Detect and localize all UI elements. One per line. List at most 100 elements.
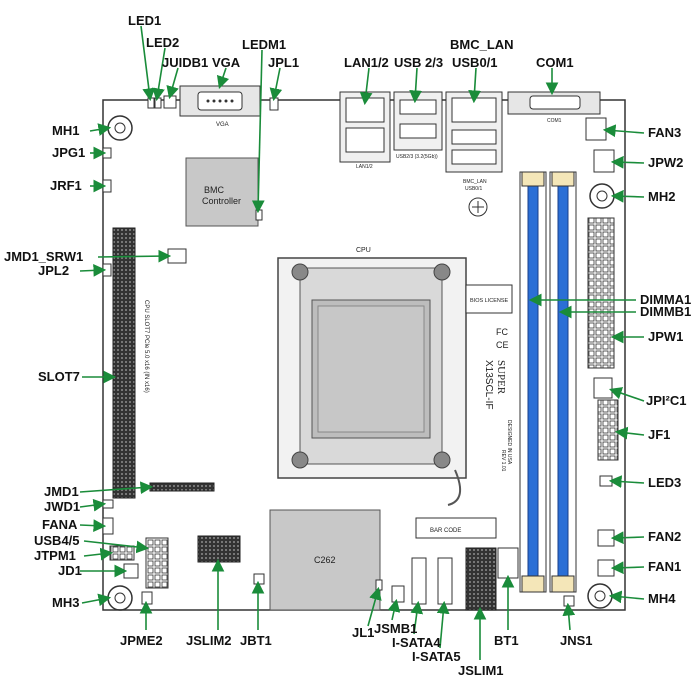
callout-jsmb1: JSMB1 [374,621,418,636]
callout-arrow [410,600,424,635]
callout-arrow [367,586,382,627]
callout-arrow [79,481,154,495]
callout-jpl2: JPL2 [38,263,70,278]
callout-arrow [166,67,179,100]
jtpm1-header [109,545,135,561]
callout-led3: LED3 [648,475,682,490]
callout-jtpm1: JTPM1 [34,548,76,563]
led2-led [154,97,162,109]
callout-jpl1: JPL1 [268,55,300,70]
callout-arrow [610,531,645,545]
callout-usb45: USB4/5 [34,533,80,548]
svg-text:CE: CE [496,340,509,350]
svg-text:USB2/3 (3.2(5Gb)): USB2/3 (3.2(5Gb)) [396,154,438,160]
callout-usb01: USB0/1 [452,55,498,70]
callout-led2: LED2 [146,35,180,50]
callout-isata4: I-SATA4 [392,635,441,650]
dimm-slots [519,171,577,593]
callout-arrow [614,426,645,440]
callout-arrows [79,25,645,660]
callout-arrow [409,67,422,104]
fana-header [102,517,114,535]
slot7-pcie: CPU SLOT7 PCIe 5.0 x16 (IN x16) [112,227,149,499]
callout-arrow [216,67,230,90]
svg-text:Controller: Controller [202,196,241,206]
callout-arrow [97,249,172,263]
callout-slot7: SLOT7 [38,369,80,384]
callout-arrow [83,547,114,561]
callout-mh2: MH2 [648,189,676,204]
callout-bt1: BT1 [494,633,519,648]
svg-text:REV 1.01: REV 1.01 [500,450,506,472]
svg-text:LAN1/2: LAN1/2 [356,164,373,170]
jpi2c1-header [593,377,613,399]
callout-arrow [269,67,283,102]
jd1-header [123,563,139,579]
fan1-header [597,559,615,577]
isata5-connector [437,557,453,605]
callout-lan12: LAN1/2 [344,55,389,70]
callout-arrow [79,498,107,512]
jbt1-header [253,573,265,585]
com1-connector: COM1 [507,91,601,124]
callout-jmd1srw1: JMD1_SRW1 [4,249,84,264]
callout-com1: COM1 [536,55,574,70]
jsmb1-header [391,585,405,603]
bt1-battery [497,547,519,579]
ledm1-led [255,209,263,221]
callout-jpw2: JPW2 [648,155,684,170]
jpw2-header [593,149,615,173]
callout-jslim1: JSLIM1 [458,663,504,678]
callout-isata5: I-SATA5 [412,649,461,664]
jns1-header [563,595,575,607]
isata4-connector [411,557,427,605]
svg-text:COM1: COM1 [547,118,562,124]
callout-fan1: FAN1 [648,559,682,574]
jrf1-header [102,179,112,193]
cpu-socket: CPU [277,247,467,506]
callout-arrow [610,189,645,203]
jpw1-power [587,217,615,369]
callout-arrow [610,155,645,169]
callout-fan3: FAN3 [648,125,682,140]
callout-fan2: FAN2 [648,529,682,544]
callout-jf1: JF1 [648,427,671,442]
callout-arrow [608,475,645,488]
callout-jpw1: JPW1 [648,329,684,344]
pch-chip: C262 [269,509,381,611]
led1-led [147,97,155,109]
callout-arrow [83,540,150,554]
callout-arrow [387,598,401,621]
svg-text:BIOS LICENSE: BIOS LICENSE [470,298,509,304]
callout-arrow [602,124,645,138]
barcode-label: BAR CODE [415,517,497,539]
callout-arrow [152,47,166,102]
jpl2-header [102,263,112,277]
jpg1-header [102,147,112,159]
callout-arrow [81,593,112,607]
callout-dimma1: DIMMA1 [640,292,692,307]
jwd1-header [102,499,114,509]
usb45-header [145,537,169,589]
fan3-header [585,117,607,141]
svg-text:BMC_LAN: BMC_LAN [463,179,487,185]
callout-jns1: JNS1 [560,633,593,648]
bios-license-label: BIOS LICENSE FC CE [465,284,513,350]
callout-arrow [89,123,112,136]
vga-connector: VGA [179,85,261,128]
jpme2-header [141,591,153,605]
callout-mh4: MH4 [648,591,676,606]
bmc-chip: BMC Controller [185,157,259,227]
callout-arrow [608,387,645,402]
callout-arrow [608,590,645,604]
svg-text:USB0/1: USB0/1 [465,186,482,192]
svg-text:VGA: VGA [216,122,229,128]
callout-jl1: JL1 [352,625,375,640]
svg-text:DESIGNED IN USA: DESIGNED IN USA [506,420,512,465]
svg-text:SUPER: SUPER [495,360,507,395]
callout-vga: VGA [212,55,241,70]
callout-arrow [140,25,156,102]
svg-text:BAR CODE: BAR CODE [430,528,461,534]
